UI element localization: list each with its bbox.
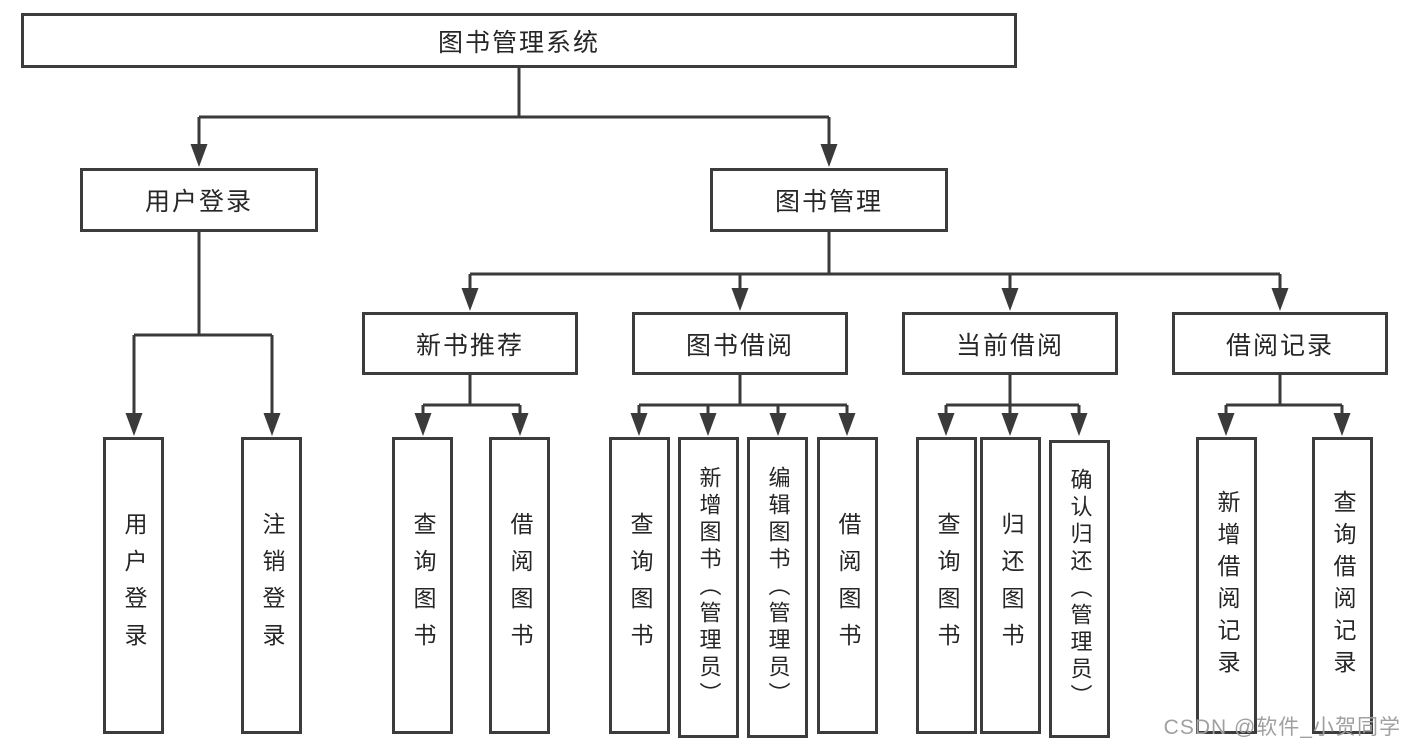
node-new-book-recommend-label: 新书推荐 <box>415 331 524 360</box>
node-book-borrow-label: 图书借阅 <box>685 331 794 360</box>
node-root: 图书管理系统 <box>21 13 1017 68</box>
leaf-nbr-query-book-label: 查询图书 <box>410 511 436 660</box>
leaf-cb-confirm-return-admin-label: 确认归还（管理员） <box>1067 467 1093 711</box>
leaf-nbr-borrow-book-label: 借阅图书 <box>507 511 533 660</box>
leaf-bb-add-book-admin-label: 新增图书（管理员） <box>696 466 722 709</box>
leaf-bb-query-book-label: 查询图书 <box>627 511 653 660</box>
leaf-br-query-record: 查询借阅记录 <box>1312 437 1373 734</box>
node-borrow-records: 借阅记录 <box>1172 312 1388 375</box>
leaf-bb-borrow-book: 借阅图书 <box>817 437 878 734</box>
leaf-user-login-label: 用户登录 <box>121 511 147 660</box>
leaf-logout-label: 注销登录 <box>259 511 285 660</box>
node-user-login-label: 用户登录 <box>144 188 253 216</box>
leaf-nbr-query-book: 查询图书 <box>392 437 453 734</box>
leaf-bb-query-book: 查询图书 <box>609 437 670 734</box>
leaf-logout: 注销登录 <box>241 437 302 734</box>
node-user-login: 用户登录 <box>80 168 318 232</box>
leaf-cb-return-book-label: 归还图书 <box>998 511 1024 660</box>
csdn-watermark: CSDN @软件_小贺同学 <box>1163 716 1401 739</box>
leaf-cb-return-book: 归还图书 <box>980 437 1041 734</box>
leaf-br-query-record-label: 查询借阅记录 <box>1330 489 1356 682</box>
leaf-br-add-record: 新增借阅记录 <box>1196 437 1257 734</box>
leaf-bb-edit-book-admin: 编辑图书（管理员） <box>747 437 808 738</box>
leaf-cb-query-book: 查询图书 <box>916 437 977 734</box>
arrowhead-icons <box>125 144 1351 436</box>
leaf-user-login: 用户登录 <box>103 437 164 734</box>
node-new-book-recommend: 新书推荐 <box>362 312 578 375</box>
node-current-borrow-label: 当前借阅 <box>955 331 1064 360</box>
leaf-cb-query-book-label: 查询图书 <box>934 511 960 660</box>
node-book-management: 图书管理 <box>710 168 948 232</box>
node-book-management-label: 图书管理 <box>774 188 883 216</box>
leaf-nbr-borrow-book: 借阅图书 <box>489 437 550 734</box>
leaf-br-add-record-label: 新增借阅记录 <box>1214 489 1240 682</box>
node-current-borrow: 当前借阅 <box>902 312 1118 375</box>
leaf-bb-borrow-book-label: 借阅图书 <box>835 511 861 660</box>
leaf-bb-edit-book-admin-label: 编辑图书（管理员） <box>765 466 791 709</box>
node-book-borrow: 图书借阅 <box>632 312 848 375</box>
leaf-bb-add-book-admin: 新增图书（管理员） <box>678 437 739 738</box>
leaf-cb-confirm-return-admin: 确认归还（管理员） <box>1049 440 1110 738</box>
node-borrow-records-label: 借阅记录 <box>1225 331 1334 360</box>
node-root-label: 图书管理系统 <box>437 28 600 57</box>
